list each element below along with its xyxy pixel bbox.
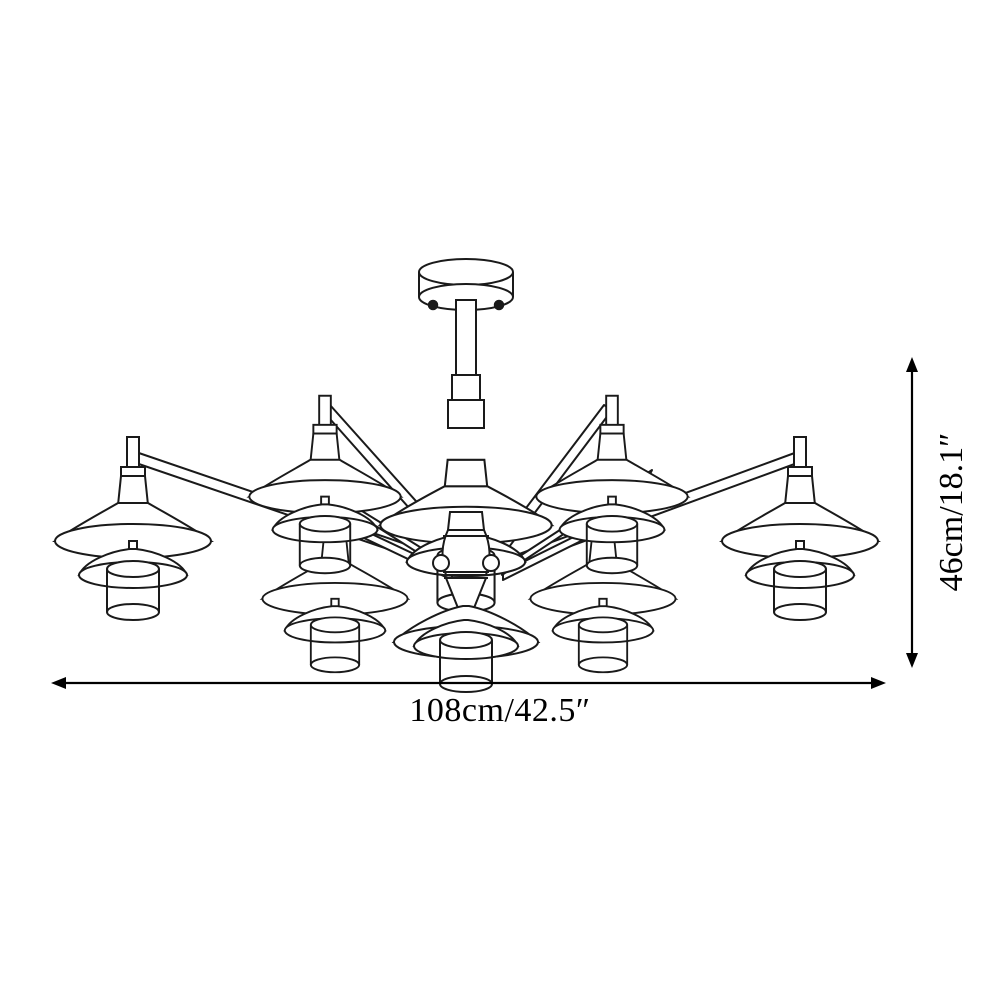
- height-dimension-label: 46cm/18.1″: [933, 432, 970, 592]
- main-stem: [447, 299, 485, 429]
- ceiling-canopy: [418, 258, 514, 311]
- chandelier-fixture: [54, 258, 879, 693]
- width-dimension-label: 108cm/42.5″: [409, 692, 591, 729]
- shade-far-right: [721, 436, 879, 621]
- shade-front-bottom: [391, 605, 541, 693]
- shade-far-left: [54, 436, 212, 621]
